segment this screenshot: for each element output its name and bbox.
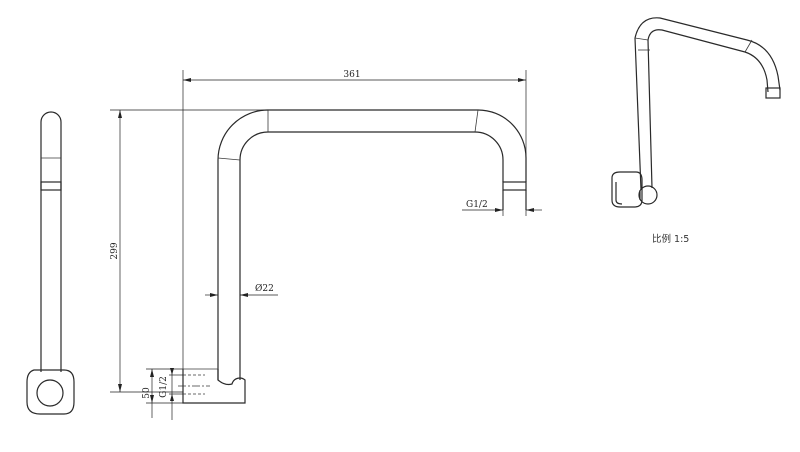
outlet-thread-label: G1/2	[466, 200, 488, 210]
width-label: 361	[343, 70, 360, 80]
dimension-pipe-diameter: Ø22	[205, 283, 278, 297]
side-view	[26, 111, 75, 415]
dimension-outlet-thread: G1/2	[462, 200, 542, 216]
dimension-width: 361	[182, 70, 527, 369]
dimension-inlet-thread: G1/2	[159, 368, 183, 420]
front-view	[178, 109, 527, 404]
dimension-height: 299	[110, 109, 268, 393]
scale-label: 比例 1:5	[652, 233, 689, 245]
dimension-base-height: 50	[142, 368, 183, 418]
iso-view	[611, 17, 781, 208]
base-height-label: 50	[142, 387, 152, 399]
height-label: 299	[110, 242, 120, 259]
pipe-diameter-label: Ø22	[255, 283, 274, 294]
inlet-thread-label: G1/2	[159, 376, 169, 398]
